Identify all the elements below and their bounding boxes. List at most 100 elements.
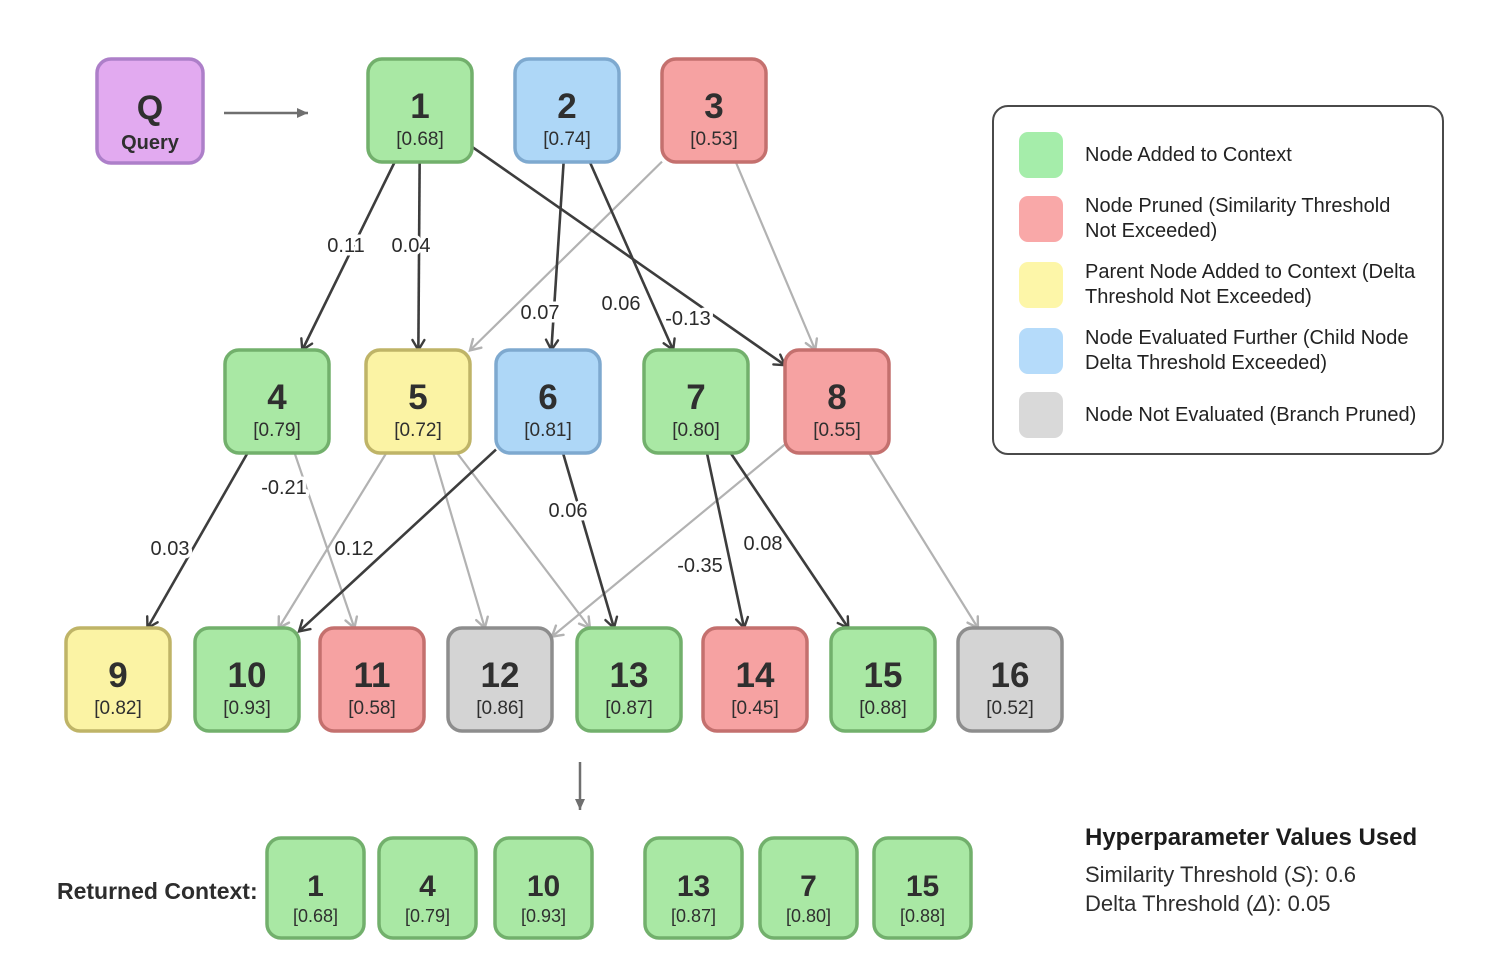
node-number: 10	[228, 656, 267, 695]
node-number: 15	[864, 656, 903, 695]
node-score: [0.55]	[813, 420, 861, 441]
returned-node-number: 13	[677, 870, 710, 903]
node-score: [0.74]	[543, 129, 591, 150]
legend-label-evaluated: Node Evaluated Further (Child Node Delta…	[1085, 327, 1409, 374]
edge-label-7-15: 0.08	[744, 533, 783, 555]
returned-node-score: [0.87]	[671, 906, 716, 926]
node-score: [0.93]	[223, 698, 271, 719]
edge-label-2-7: 0.06	[602, 293, 641, 315]
edge-1-8	[471, 145, 787, 367]
node-number: 11	[354, 656, 391, 695]
legend-swatch-parent_added	[1019, 262, 1063, 308]
legend-swatch-evaluated	[1019, 328, 1063, 374]
query-node-label: Q	[137, 89, 163, 127]
edge-label-1-5: 0.04	[392, 235, 431, 257]
returned-node-1: 1 [0.68]	[265, 836, 366, 940]
returned-node-number: 4	[419, 870, 436, 903]
returned-node-number: 15	[906, 870, 939, 903]
node-14: 14 [0.45]	[701, 626, 809, 733]
node-score: [0.79]	[253, 420, 301, 441]
node-score: [0.45]	[731, 698, 779, 719]
legend-item-added: Node Added to Context	[1019, 132, 1424, 178]
edge-6-13	[561, 452, 619, 631]
edge-1-4	[300, 161, 396, 353]
edge-7-15	[729, 452, 850, 630]
node-score: [0.68]	[396, 129, 444, 150]
node-3: 3 [0.53]	[660, 57, 768, 164]
edge-7-14	[705, 452, 750, 631]
legend-item-pruned: Node Pruned (Similarity Threshold Not Ex…	[1019, 194, 1424, 244]
legend-swatch-pruned	[1019, 196, 1063, 242]
node-7: 7 [0.80]	[642, 348, 750, 455]
query-node-sublabel: Query	[121, 132, 180, 154]
hyperparameters-title: Hyperparameter Values Used	[1085, 824, 1418, 851]
legend-swatch-not_evaluated	[1019, 392, 1063, 438]
node-score: [0.52]	[986, 698, 1034, 719]
node-score: [0.53]	[690, 129, 738, 150]
returned-node-13: 13 [0.87]	[643, 836, 744, 940]
edge-5-10	[277, 452, 388, 630]
node-1: 1 [0.68]	[366, 57, 474, 164]
returned-node-7: 7 [0.80]	[758, 836, 859, 940]
node-number: 7	[686, 378, 705, 417]
query-node: Q Query	[95, 57, 205, 165]
node-number: 13	[610, 656, 649, 695]
returned-node-score: [0.80]	[786, 906, 831, 926]
node-10: 10 [0.93]	[193, 626, 301, 733]
legend-label-not_evaluated: Node Not Evaluated (Branch Pruned)	[1085, 403, 1417, 426]
edge-4-9	[146, 452, 249, 631]
returned-node-score: [0.68]	[293, 906, 338, 926]
legend-item-evaluated: Node Evaluated Further (Child Node Delta…	[1019, 326, 1424, 376]
node-12: 12 [0.86]	[446, 626, 554, 733]
node-number: 6	[538, 378, 557, 417]
edge-4-11	[293, 452, 359, 631]
edge-1-5	[411, 161, 426, 353]
node-11: 11[0.58]	[318, 626, 426, 733]
node-5: 5[0.72]	[364, 348, 472, 455]
edge-8-16	[868, 452, 980, 630]
node-2: 2 [0.74]	[513, 57, 621, 164]
delta-threshold-line: Delta Threshold (Δ): 0.05	[1085, 891, 1331, 916]
node-4: 4[0.79]	[223, 348, 331, 455]
edge-6-10	[297, 448, 497, 634]
node-score: [0.82]	[94, 698, 142, 719]
returned-context-label: Returned Context:	[57, 878, 258, 904]
node-number: 14	[736, 656, 775, 695]
edge-2-6	[544, 161, 565, 353]
returned-node-number: 7	[800, 870, 817, 903]
node-number: 3	[704, 87, 723, 126]
legend-label-added: Node Added to Context	[1085, 143, 1292, 166]
node-score: [0.81]	[524, 420, 572, 441]
node-score: [0.80]	[672, 420, 720, 441]
node-13: 13[0.87]	[575, 626, 683, 733]
returned-node-number: 1	[307, 870, 324, 903]
node-16: 16[0.52]	[956, 626, 1064, 733]
edge-label-1-4: 0.11	[327, 235, 364, 257]
legend-item-parent_added: Parent Node Added to Context (Delta Thre…	[1019, 260, 1424, 310]
returned-node-score: [0.93]	[521, 906, 566, 926]
node-number: 9	[108, 656, 127, 695]
node-score: [0.72]	[394, 420, 442, 441]
returned-node-10: 10 [0.93]	[493, 836, 594, 940]
hyperparameters-panel: Hyperparameter Values Used Similarity Th…	[1085, 824, 1485, 918]
edge-label-4-9: 0.03	[151, 538, 190, 560]
node-score: [0.88]	[859, 698, 907, 719]
returned-node-number: 10	[527, 870, 560, 903]
legend-label-pruned: Node Pruned (Similarity Threshold Not Ex…	[1085, 195, 1391, 242]
returned-node-4: 4[0.79]	[377, 836, 478, 940]
node-number: 2	[557, 87, 576, 126]
edge-label-1-8: -0.13	[665, 308, 711, 330]
edge-label-6-10: 0.12	[335, 538, 374, 560]
edge-2-7	[588, 161, 676, 353]
node-number: 12	[481, 656, 520, 695]
similarity-threshold-line: Similarity Threshold (S): 0.6	[1085, 862, 1357, 887]
node-number: 1	[410, 87, 429, 126]
edge-label-2-6: 0.07	[521, 302, 560, 324]
legend-label-parent_added: Parent Node Added to Context (Delta Thre…	[1085, 261, 1416, 308]
node-score: [0.86]	[476, 698, 524, 719]
edge-5-13	[456, 452, 592, 630]
node-8: 8[0.55]	[783, 348, 891, 455]
